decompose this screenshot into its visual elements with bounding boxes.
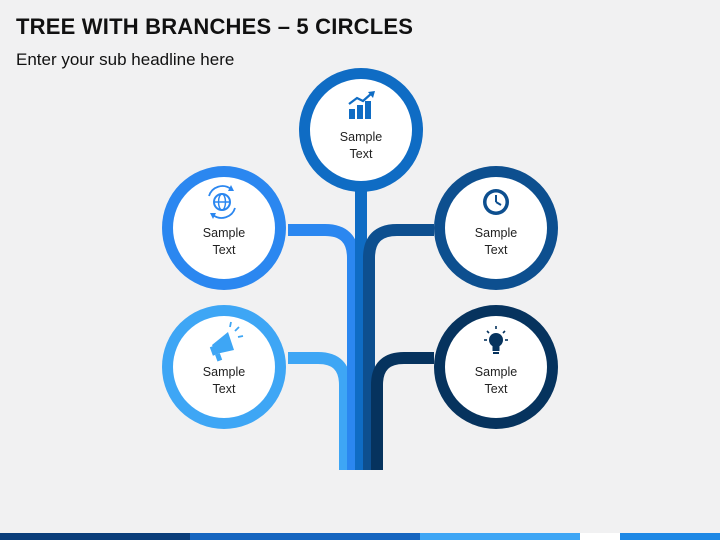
clock-icon bbox=[483, 189, 509, 215]
page-title: TREE WITH BRANCHES – 5 CIRCLES bbox=[16, 14, 414, 39]
node-top-left-label-1: Sample bbox=[203, 226, 245, 240]
node-top-label-2: Text bbox=[350, 147, 373, 161]
globe-refresh-icon bbox=[208, 185, 236, 219]
bottom-accent-bar bbox=[0, 533, 720, 540]
circle-node-top-left: Sample Text bbox=[162, 166, 286, 290]
branch-top-left bbox=[288, 224, 359, 470]
node-bottom-right-label-1: Sample bbox=[475, 365, 517, 379]
branch-bottom-right bbox=[371, 352, 434, 470]
node-top-label-1: Sample bbox=[340, 130, 382, 144]
growth-chart-icon bbox=[348, 91, 375, 119]
tree-trunk bbox=[288, 188, 434, 470]
page-subtitle: Enter your sub headline here bbox=[16, 50, 235, 69]
circle-node-top: Sample Text bbox=[299, 68, 423, 192]
lightbulb-icon bbox=[484, 326, 508, 354]
node-top-left-label-2: Text bbox=[213, 243, 236, 257]
node-top-right-label-2: Text bbox=[485, 243, 508, 257]
circle-node-bottom-left: Sample Text bbox=[162, 305, 286, 429]
circle-node-top-right: Sample Text bbox=[434, 166, 558, 290]
node-bottom-left-label-2: Text bbox=[213, 382, 236, 396]
branch-top-right bbox=[363, 224, 434, 470]
megaphone-icon bbox=[209, 321, 244, 362]
node-bottom-left-label-1: Sample bbox=[203, 365, 245, 379]
node-bottom-right-label-2: Text bbox=[485, 382, 508, 396]
branch-bottom-left bbox=[288, 352, 351, 470]
circle-node-bottom-right: Sample Text bbox=[434, 305, 558, 429]
node-top-right-label-1: Sample bbox=[475, 226, 517, 240]
